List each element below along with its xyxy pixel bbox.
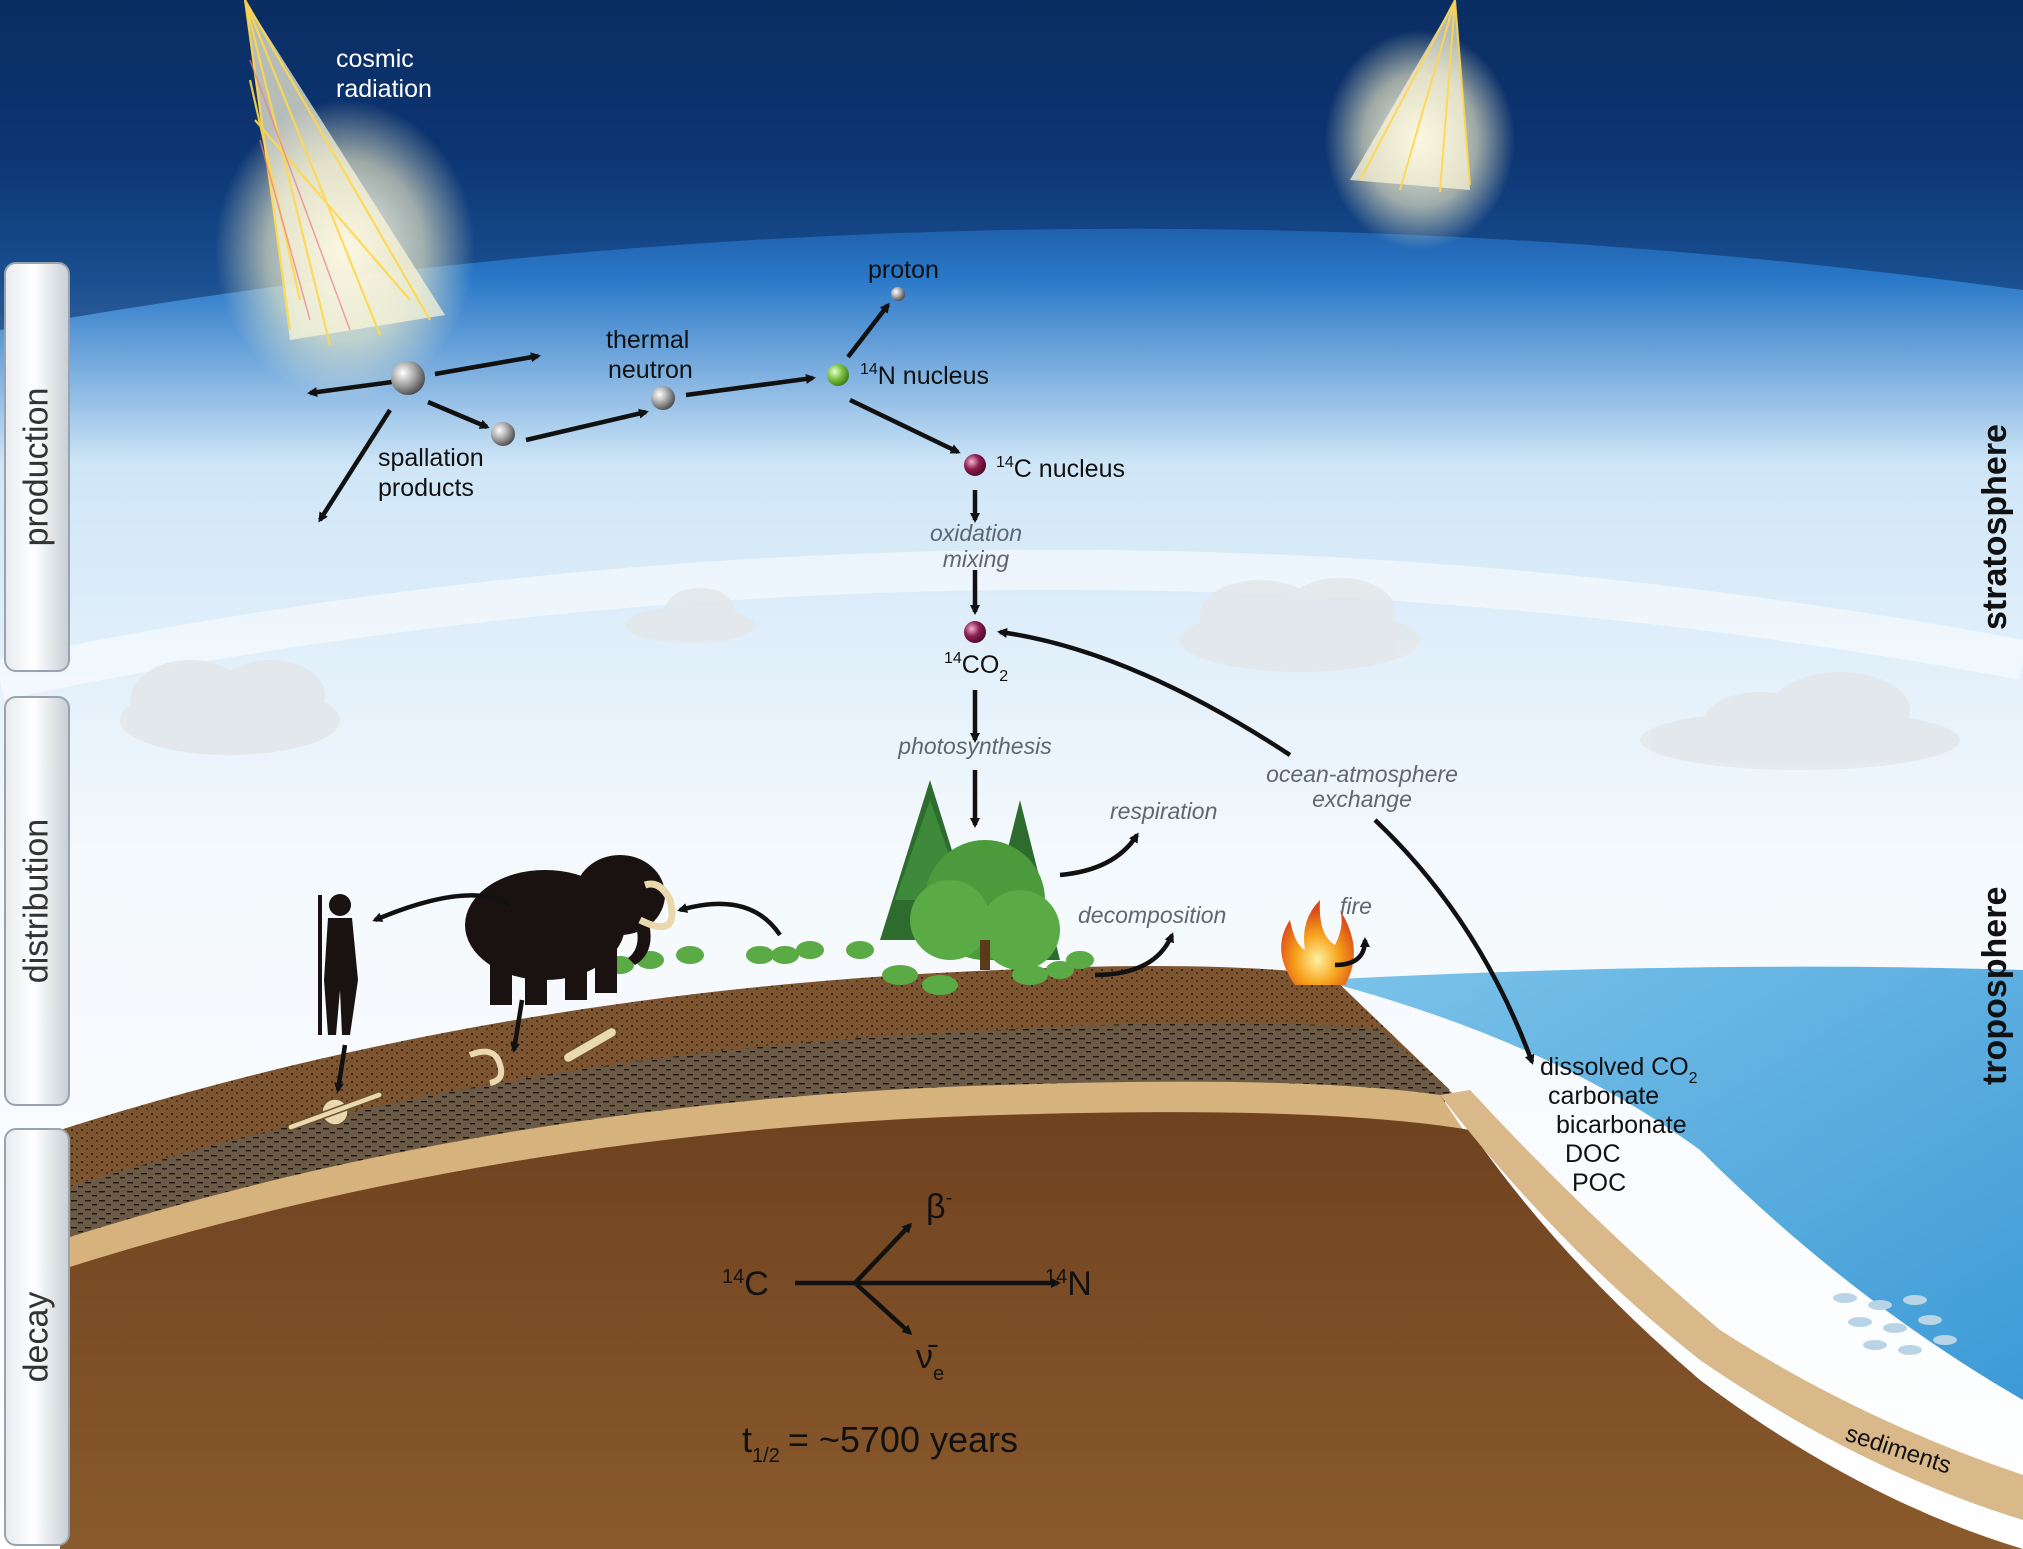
stratosphere-boundary [0,549,2023,700]
process-arrows [307,302,1535,1336]
thermal-neutron-label-2: neutron [608,356,693,384]
antineutrino-label: ν̄e [916,1338,944,1385]
grass [606,941,1094,995]
decomposition-label: decomposition [1078,902,1226,928]
tab-decay: decay [4,1128,70,1546]
decay-n14-label: 14N [1045,1265,1092,1303]
cosmic-radiation-label-1: cosmic [336,45,414,73]
cosmic-ray-shower-left [215,0,475,400]
mammoth-tusk [638,880,676,931]
mammoth-silhouette [465,855,665,1005]
human-silhouette [318,894,358,1035]
n14-nucleus-particle [827,364,849,386]
proton-label: proton [868,256,939,284]
thermal-neutron-label-1: thermal [606,326,689,354]
troposphere-label: troposphere [1976,887,2014,1085]
poc-label: POC [1572,1169,1626,1197]
photosynthesis-label: photosynthesis [897,733,1052,759]
ocean-exchange-label-1: ocean-atmosphere [1266,761,1458,787]
c14-nucleus-particle [964,454,986,476]
space-band [0,0,2023,330]
mixing-label: mixing [943,546,1010,572]
doc-label: DOC [1565,1140,1621,1168]
bicarbonate-label: bicarbonate [1556,1111,1687,1139]
fire-label: fire [1340,893,1372,919]
beta-label: β- [926,1187,952,1226]
bedrock [60,1112,2023,1549]
carbonate-label: carbonate [1548,1082,1659,1110]
cosmic-ray-shower-right [1325,0,1515,250]
tab-production: production [4,262,70,672]
proton-particle [891,287,905,301]
n14-nucleus-label: 14N nucleus [860,361,989,390]
buried-bones [287,1026,618,1131]
ocean [1320,966,2023,1400]
c14-nucleus-label: 14C nucleus [996,454,1125,483]
respiration-label: respiration [1110,798,1217,824]
spallation-label-1: spallation [378,444,484,472]
co2-label: 14CO2 [944,650,1008,685]
spallation-particle-small [491,422,515,446]
stratosphere-label: stratosphere [1976,424,2014,630]
sediment-wedge [1440,1090,2023,1520]
thermal-neutron-particle [651,386,675,410]
spallation-label-2: products [378,474,474,502]
half-life-label: t1/2= ~5700 years [742,1419,1018,1467]
trees [880,780,1060,970]
decay-c14-label: 14C [722,1265,769,1303]
cosmic-radiation-label-2: radiation [336,75,432,103]
oxidation-label: oxidation [930,520,1022,546]
clouds [120,578,1960,770]
dissolved-co2-label: dissolved CO2 [1540,1053,1698,1087]
fish-school [1833,1293,1957,1355]
co2-particle [964,621,986,643]
spallation-particle-large [391,361,425,395]
ocean-exchange-label-2: exchange [1312,786,1412,812]
tab-distribution: distribution [4,696,70,1106]
